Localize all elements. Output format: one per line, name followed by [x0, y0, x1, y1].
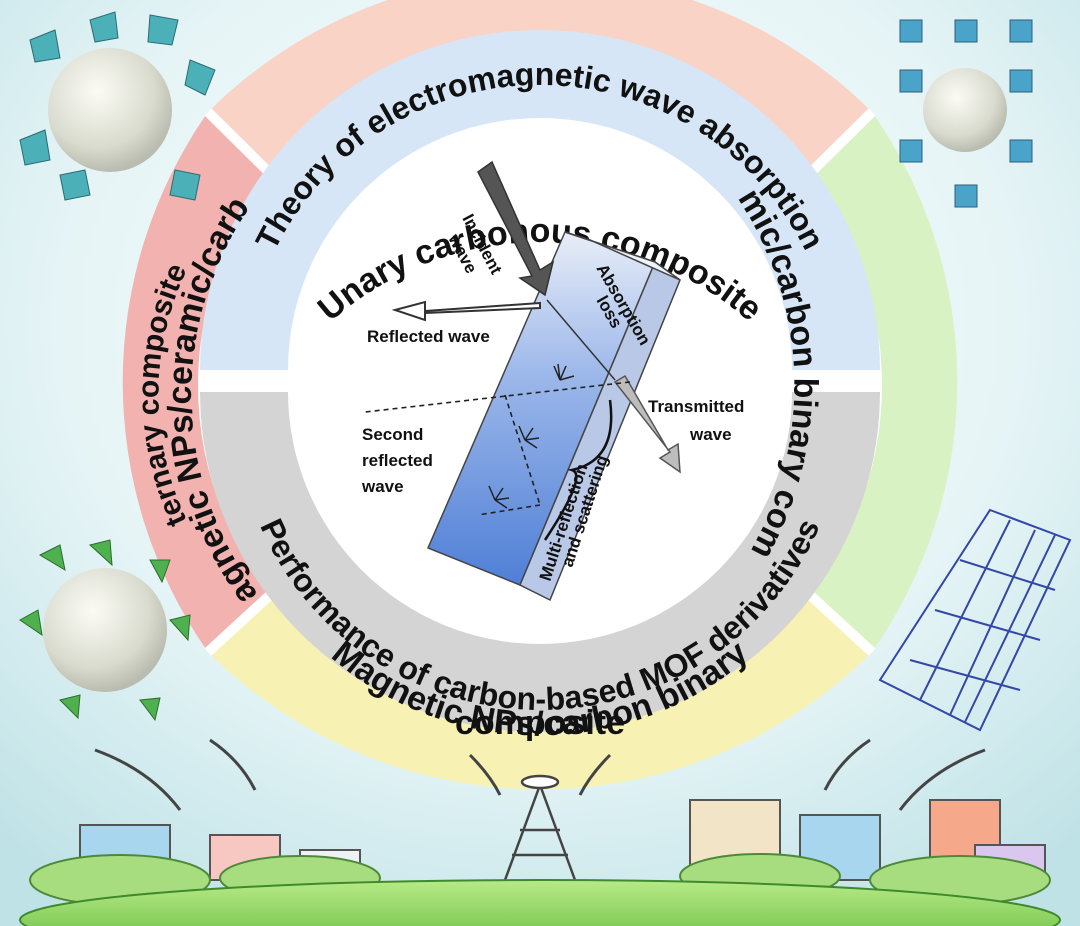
reflected-label: Reflected wave [367, 327, 490, 346]
carbon-nanotube-bottom-right [878, 508, 1072, 732]
incident-wave-arrow [477, 160, 555, 297]
transmitted-label-2: wave [689, 425, 732, 444]
brace [543, 399, 613, 541]
inner-bottom-segment [200, 392, 880, 732]
scatter-paths [364, 381, 631, 516]
signal-waves [94, 738, 986, 811]
radio-tower [503, 774, 577, 881]
bottom-segment-label-line2: composite [455, 704, 625, 742]
top-segment [208, 0, 872, 195]
inner-top-segment [200, 30, 880, 370]
mof-structure-bottom-left [19, 539, 191, 722]
reflected-wave-arrow [391, 300, 541, 322]
transmitted-wave-arrow [613, 374, 681, 474]
second-label-2: reflected [362, 451, 433, 470]
grass-ground [19, 879, 1061, 926]
second-label-1: Second [362, 425, 423, 444]
mof-structure-top-right [899, 19, 1033, 208]
mof-structure-top-left [19, 11, 216, 201]
slab-top [564, 231, 681, 281]
transmitted-label-1: Transmitted [648, 397, 744, 416]
scatter-icons [488, 363, 575, 509]
second-label-3: wave [361, 477, 404, 496]
